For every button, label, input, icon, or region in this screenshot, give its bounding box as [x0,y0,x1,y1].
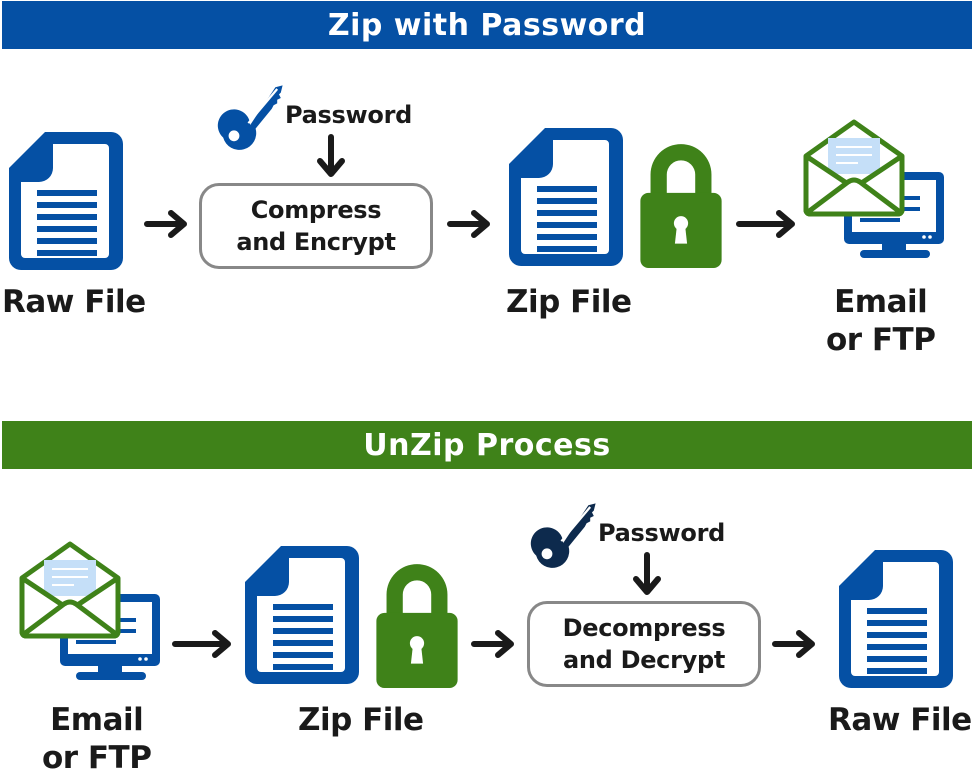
raw-file-document-icon [834,544,956,694]
arrow-right-icon [172,630,231,658]
process-line-1: Compress [250,196,382,224]
zip-file-label: Zip File [506,284,632,320]
zip-file-document-icon [240,540,362,690]
compress-encrypt-process-box: Compress and Encrypt [199,183,433,269]
key-icon [529,498,601,570]
arrow-right-icon [736,210,795,238]
arrow-right-icon [772,630,815,658]
email-computer-icon [14,538,164,688]
email-computer-icon [798,116,948,266]
password-label: Password [598,519,725,547]
email-label-line-2: or FTP [42,740,152,776]
process-line-2: and Decrypt [562,646,726,674]
email-ftp-label: Email or FTP [826,283,936,359]
arrow-down-icon [633,552,661,595]
raw-file-label: Raw File [2,284,146,320]
key-icon [216,80,288,152]
process-line-1: Decompress [562,614,726,642]
process-line-2: and Encrypt [236,228,396,256]
raw-file-document-icon [4,126,126,276]
password-label: Password [285,101,412,129]
raw-file-label: Raw File [828,702,972,738]
decompress-decrypt-process-box: Decompress and Decrypt [527,601,761,687]
arrow-right-icon [447,210,490,238]
zip-section-title: Zip with Password [2,1,972,49]
padlock-icon [374,558,460,690]
unzip-section-title: UnZip Process [2,421,972,469]
arrow-right-icon [471,630,514,658]
zip-file-label: Zip File [298,702,424,738]
padlock-icon [638,138,724,270]
arrow-right-icon [144,210,187,238]
zip-file-document-icon [504,122,626,272]
email-label-line-2: or FTP [826,322,936,358]
email-label-line-1: Email [834,284,928,320]
email-ftp-label: Email or FTP [42,701,152,777]
arrow-down-icon [317,134,345,177]
email-label-line-1: Email [50,702,144,738]
